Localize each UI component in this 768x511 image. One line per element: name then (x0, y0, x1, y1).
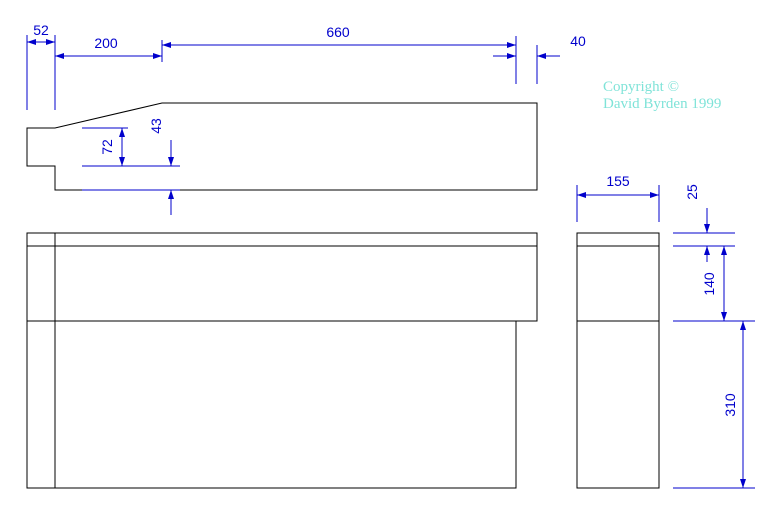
dimension-155-label: 155 (606, 173, 630, 189)
dimension-43: 43 (82, 118, 180, 215)
dimension-52-label: 52 (33, 22, 49, 38)
dimension-40-label: 40 (570, 33, 586, 49)
front-top-strip (26, 232, 538, 247)
copyright-line-2: David Byrden 1999 (603, 96, 721, 112)
dimension-140: 140 (673, 245, 735, 321)
dimension-660: 660 (162, 24, 517, 84)
front-lower-body (26, 320, 517, 489)
dimension-155: 155 (576, 173, 660, 222)
top-view (26, 102, 538, 191)
dimension-310-label: 310 (722, 393, 738, 417)
dimension-660-label: 660 (326, 24, 350, 40)
side-top-strip (576, 232, 660, 247)
side-lower-body (576, 320, 660, 489)
side-upper-body (576, 245, 660, 322)
top-view-outline (26, 102, 538, 191)
dimension-40: 40 (536, 33, 586, 84)
dimension-200: 200 (55, 35, 163, 62)
dimension-25-label: 25 (684, 184, 700, 200)
dimension-43-label: 43 (148, 118, 164, 134)
dimension-200-label: 200 (94, 35, 118, 51)
front-view (26, 232, 538, 489)
copyright-notice: Copyright © David Byrden 1999 (603, 79, 721, 112)
dimension-25: 25 (673, 184, 735, 234)
copyright-line-1: Copyright © (603, 79, 679, 95)
side-view (576, 232, 660, 489)
dimension-140-label: 140 (701, 272, 717, 296)
dimension-72: 72 (82, 127, 180, 167)
dimension-72-label: 72 (99, 139, 115, 155)
dimension-310: 310 (673, 320, 755, 489)
dimension-52: 52 (26, 22, 56, 110)
front-upper-body (26, 245, 538, 322)
